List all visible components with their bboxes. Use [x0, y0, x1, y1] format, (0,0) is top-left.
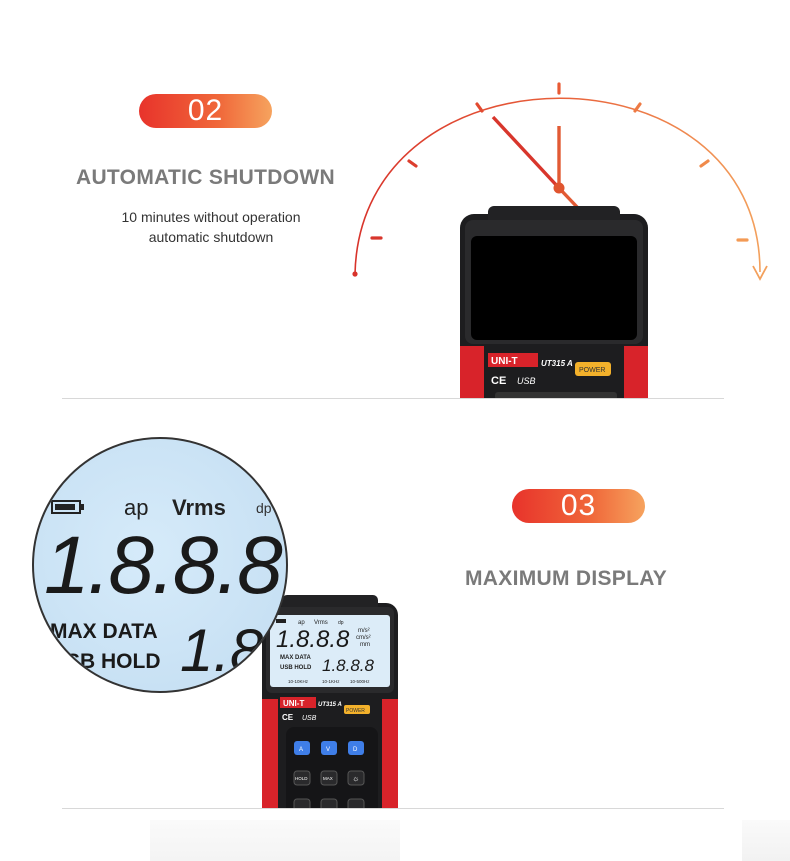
key-light[interactable] — [347, 770, 365, 786]
magnifier-main-reading: 1.8.8.8 — [44, 520, 283, 611]
device-brand-label: UNI-T — [283, 699, 304, 708]
device-power-label: POWER — [346, 708, 365, 714]
svg-text:D: D — [353, 747, 358, 753]
key-a[interactable] — [294, 741, 310, 755]
key-bottom-right[interactable] — [347, 798, 365, 809]
svg-text:A: A — [299, 747, 303, 753]
key-hold[interactable] — [293, 770, 311, 786]
lcd-magnifier: ap Vrms dp 1.8.8.8 MAX DATA SB HOLD 1.8 — [32, 437, 288, 693]
arc-arrow-icon — [752, 265, 768, 281]
lcd-unit-cms: cm/s² — [356, 635, 371, 641]
device-usb-label: USB — [517, 376, 536, 386]
description-line-2: automatic shutdown — [148, 229, 274, 245]
feature-number-badge: 02 — [139, 94, 272, 128]
magnifier-unit-dp: dp — [256, 500, 272, 516]
lcd-label-max-data: MAX DATA — [280, 655, 311, 661]
key-v[interactable] — [321, 741, 337, 755]
lcd-freq-2: 10-1KHz — [322, 679, 340, 684]
key-bottom-left[interactable] — [293, 798, 311, 809]
description-line-1: 10 minutes without operation — [121, 209, 301, 225]
device-lcd — [270, 615, 390, 687]
lcd-unit-ap: ap — [298, 620, 305, 626]
section-divider-1 — [62, 398, 724, 399]
feature-automatic-shutdown: 02 AUTOMATIC SHUTDOWN 10 minutes without… — [0, 0, 790, 398]
arc-start-dot — [352, 271, 358, 277]
clock-center — [553, 182, 565, 194]
magnifier-unit-vrms: Vrms — [172, 495, 226, 520]
lcd-unit-vrms: Vrms — [314, 620, 328, 626]
magnifier-unit-ap: ap — [124, 495, 148, 520]
svg-text:V: V — [326, 747, 330, 753]
device-ce-label: CE — [491, 375, 506, 387]
lcd-sub-reading: 1.8.8.8 — [322, 656, 375, 675]
lcd-unit-dp: dp — [338, 620, 344, 626]
clock-ticks — [370, 82, 749, 242]
svg-text:HOLD: HOLD — [295, 776, 308, 781]
lcd-unit-ms2: m/s² — [358, 628, 370, 634]
magnifier-label-usb-hold: SB HOLD — [66, 650, 161, 673]
clock-arc — [354, 97, 761, 275]
lcd-freq-3: 10-500Hz — [350, 679, 370, 684]
bottom-faded-area-right — [742, 820, 790, 861]
key-bottom-middle[interactable] — [320, 798, 338, 809]
lcd-freq-1: 10-10KHz — [288, 679, 309, 684]
key-d[interactable] — [348, 741, 364, 755]
bottom-faded-area — [150, 820, 400, 861]
key-max[interactable] — [320, 770, 338, 786]
svg-text:MAX: MAX — [323, 776, 333, 781]
feature-number: 02 — [187, 94, 224, 127]
light-icon: ☼ — [352, 774, 359, 783]
feature-description: 10 minutes without operation automatic s… — [81, 207, 341, 247]
device-model-label: UT315 A — [318, 702, 342, 708]
device-ce-label: CE — [282, 713, 294, 722]
clock-hour-hand — [491, 115, 561, 190]
device-keypad: A V D HOLD MAX ☼ — [293, 741, 365, 809]
feature-number: 03 — [560, 489, 597, 522]
multimeter-device-on: ap Vrms dp 1.8.8.8 m/s² cm/s² mm MAX DAT… — [262, 595, 398, 809]
section-divider-2 — [62, 808, 724, 809]
feature-title: MAXIMUM DISPLAY — [465, 567, 668, 590]
lcd-label-usb-hold: USB HOLD — [280, 665, 312, 671]
device-usb-label: USB — [302, 715, 317, 722]
device-model-label: UT315 A — [541, 359, 573, 368]
lcd-unit-mm: mm — [360, 642, 370, 648]
magnifier-label-max-data: MAX DATA — [50, 620, 158, 643]
feature-number-badge: 03 — [512, 489, 645, 523]
magnifier-sub-reading: 1.8 — [180, 617, 264, 684]
device-power-label: POWER — [579, 367, 605, 374]
clock-illustration — [352, 82, 768, 281]
lcd-main-reading: 1.8.8.8 — [276, 626, 350, 653]
feature-title: AUTOMATIC SHUTDOWN — [76, 166, 335, 189]
multimeter-device-off: UNI-T UT315 A POWER CE USB — [460, 206, 648, 398]
device-brand-label: UNI-T — [491, 356, 518, 367]
device-screen-off — [471, 236, 637, 340]
feature-maximum-display: 03 MAXIMUM DISPLAY ap Vrms dp 1.8.8.8 m/… — [0, 399, 790, 809]
